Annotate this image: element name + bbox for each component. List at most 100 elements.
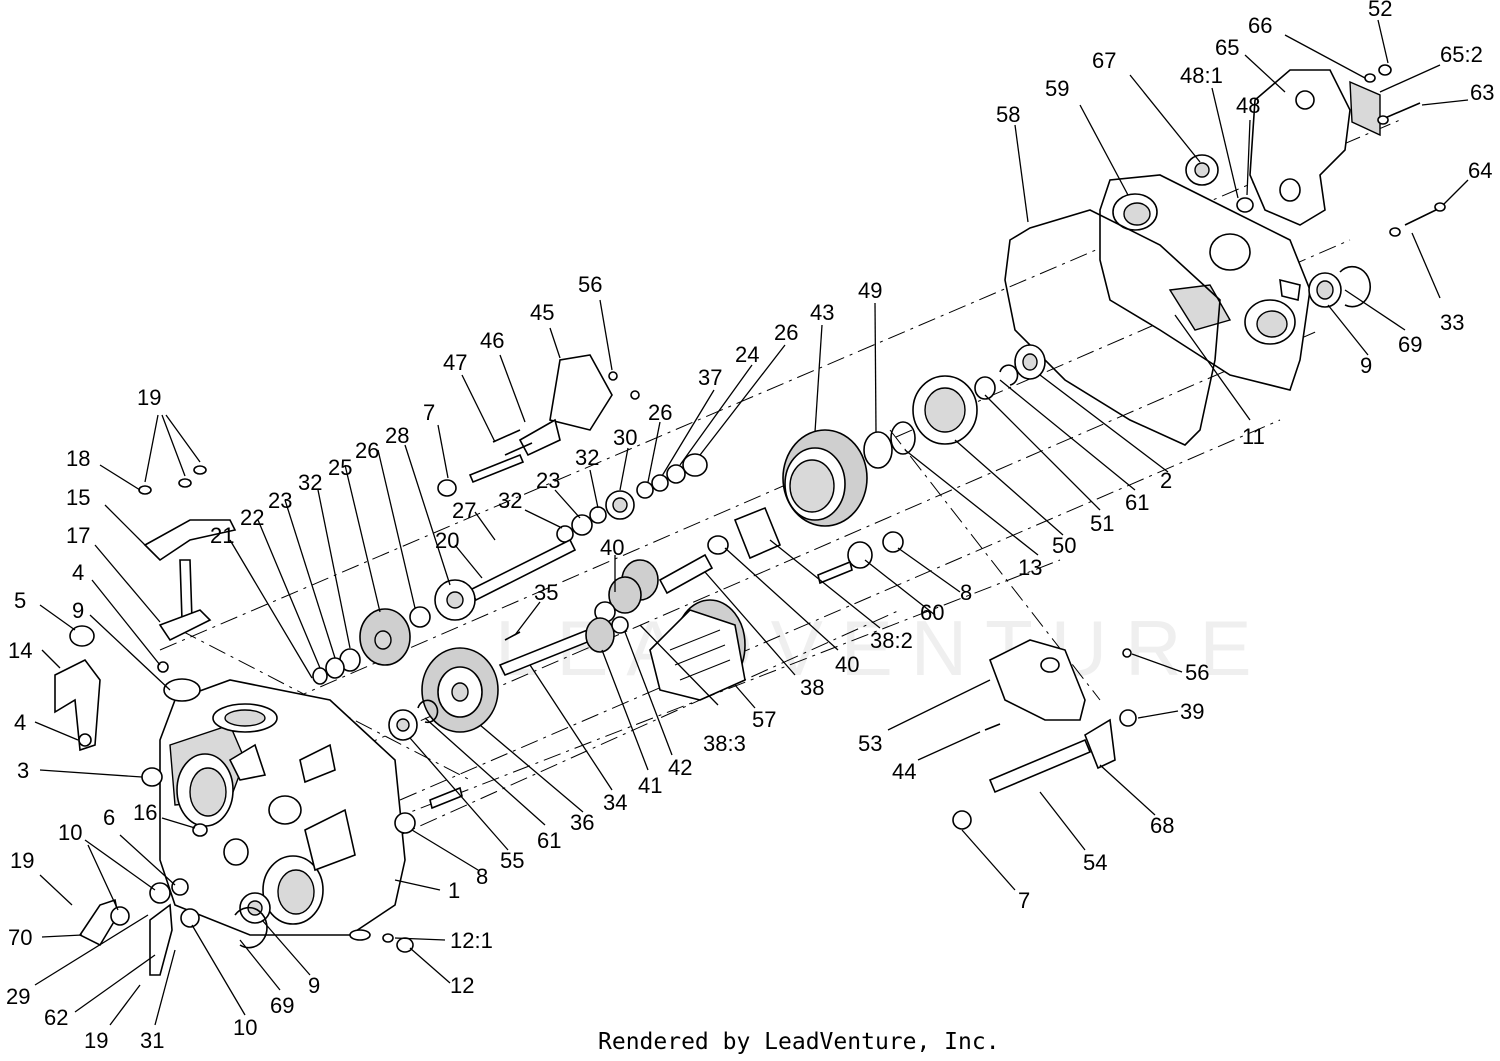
bearing-55 [388,709,418,741]
label-12-1: 12:1 [450,928,493,953]
label-9-right: 9 [1360,353,1372,378]
ring-61-upper [999,364,1019,386]
label-25: 25 [328,455,352,480]
label-40-lower: 40 [835,652,859,677]
fork-14 [54,658,101,752]
ring-case [223,838,249,866]
label-64: 64 [1468,158,1492,183]
shaft-54 [988,738,1092,794]
gasket [1004,209,1221,446]
label-10-upper: 10 [58,820,82,845]
label-4-upper: 4 [72,560,84,585]
ring-61-lower [417,699,439,724]
label-9-left: 9 [72,598,84,623]
label-38-2: 38:2 [870,628,913,653]
differential-57 [649,599,746,701]
label-4-lower: 4 [14,710,26,735]
label-12: 12 [450,973,474,998]
label-70: 70 [8,925,32,950]
shaft-20 [468,538,577,602]
washer-16 [192,823,208,837]
bearing-67 [1185,154,1219,186]
spacer-26-lower [409,606,431,628]
label-67: 67 [1092,48,1116,73]
label-16: 16 [133,800,157,825]
washers-32-23 [556,506,607,543]
knob-5 [69,625,95,647]
label-23-a: 23 [536,468,560,493]
label-9-lower: 9 [308,973,320,998]
bolt-52 [1364,64,1392,83]
label-65-2: 65:2 [1440,42,1483,67]
label-8-lower: 8 [476,864,488,889]
label-54: 54 [1083,850,1107,875]
shift-arm-17 [158,609,212,642]
bearing-30 [605,490,635,520]
bushing-9-left [163,678,201,702]
label-69-right: 69 [1398,332,1422,357]
pin-35 [504,631,521,641]
label-58: 58 [996,102,1020,127]
label-19-bottom: 19 [84,1028,108,1053]
label-32-c: 32 [298,470,322,495]
lever-31 [149,903,173,976]
label-61-upper: 61 [1125,490,1149,515]
ring-gear-43 [782,429,868,527]
label-41: 41 [638,773,662,798]
label-56-upper: 56 [578,272,602,297]
spacers-24-26-37 [636,453,708,499]
label-39: 39 [1180,699,1204,724]
label-63: 63 [1470,80,1494,105]
label-34: 34 [603,790,627,815]
gear-41 [585,617,615,653]
label-14: 14 [8,638,32,663]
label-43: 43 [810,300,834,325]
nuts-4 [78,661,169,747]
label-26-c: 26 [355,438,379,463]
bushing-40-upper [707,535,729,555]
pins-47 [492,429,533,456]
gear-25 [359,608,411,666]
hub-50 [912,375,978,445]
gear-28 [434,579,476,621]
label-26-a: 26 [774,320,798,345]
label-17: 17 [66,523,90,548]
bushing-8-right [882,531,904,553]
label-28: 28 [385,423,409,448]
leader-lines [34,19,1469,1026]
label-56-lower: 56 [1185,660,1209,685]
gear-36 [421,647,499,733]
part-labels: 52 66 65 65:2 67 48:1 48 59 63 58 64 56 … [6,0,1494,1053]
label-32-b: 32 [498,488,522,513]
label-40-upper: 40 [600,535,624,560]
label-18: 18 [66,446,90,471]
label-31: 31 [140,1028,164,1053]
label-10-lower: 10 [233,1015,257,1040]
label-68: 68 [1150,813,1174,838]
bolt-64 [1389,202,1446,237]
bushing-7-lower [952,810,972,830]
guard-53 [988,639,1086,721]
label-20: 20 [435,528,459,553]
pin-44 [984,723,1001,731]
bearing-9-right [1308,272,1342,308]
label-8-right: 8 [960,580,972,605]
label-19-top: 19 [137,385,161,410]
label-38-3: 38:3 [703,731,746,756]
label-27: 27 [452,498,476,523]
label-44: 44 [892,759,916,784]
lever-70 [78,898,119,947]
label-55: 55 [500,848,524,873]
label-61-lower: 61 [537,828,561,853]
snap-ring-69-right [1339,265,1372,308]
ring-60 [847,541,873,569]
label-1: 1 [448,878,460,903]
washers-10-6 [110,878,200,928]
label-3: 3 [17,758,29,783]
label-32-a: 32 [575,445,599,470]
washers-21-22-23-32 [312,648,361,685]
bushing-8-lower [394,812,416,834]
pin-56-upper [608,371,640,400]
label-47: 47 [443,350,467,375]
bracket-plate [1249,69,1381,226]
